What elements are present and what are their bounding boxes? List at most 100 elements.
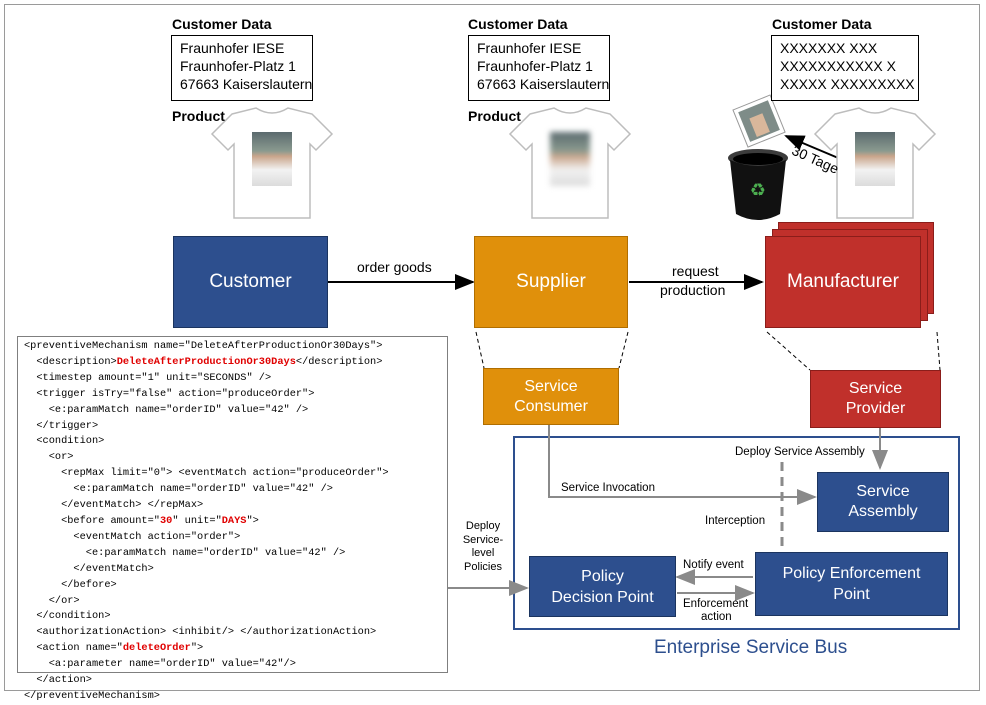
recycle-bin-icon: ♻ <box>728 149 788 220</box>
code-line: </before> <box>24 578 447 594</box>
code-line: </trigger> <box>24 419 447 435</box>
code-line: </condition> <box>24 609 447 625</box>
code-line: <authorizationAction> <inhibit/> </autho… <box>24 625 447 641</box>
discarded-photo-icon <box>732 94 786 148</box>
code-text: </action> <box>24 674 92 687</box>
code-text: <timestep amount="1" unit="SECONDS" /> <box>24 371 272 384</box>
code-line: <condition> <box>24 434 447 450</box>
code-line: <description>DeleteAfterProductionOr30Da… <box>24 355 447 371</box>
address-line: 67663 Kaiserslautern <box>180 76 313 92</box>
product-label: Product <box>468 108 521 124</box>
blurred-customer-photo <box>550 132 590 186</box>
code-line: </eventMatch> <box>24 562 447 578</box>
code-text: </or> <box>24 594 80 607</box>
code-text: </preventiveMechanism> <box>24 689 160 702</box>
code-line: <e:paramMatch name="orderID" value="42" … <box>24 482 447 498</box>
code-line: <e:paramMatch name="orderID" value="42" … <box>24 546 447 562</box>
address-line: Fraunhofer-Platz 1 <box>477 58 593 74</box>
code-text: <preventiveMechanism name="DeleteAfterPr… <box>24 340 383 352</box>
code-text: <a:parameter name="orderID" value="42"/> <box>24 658 296 671</box>
order-goods-label: order goods <box>357 259 432 275</box>
code-text: <eventMatch action="order"> <box>24 530 241 543</box>
product-tshirt <box>510 108 630 218</box>
code-text: <repMax limit="0"> <eventMatch action="p… <box>24 467 389 480</box>
address-line: XXXXXXXXXXX X <box>780 58 896 74</box>
production-label: production <box>660 282 726 298</box>
deploy-policies-label: Deploy Service- level Policies <box>462 520 504 573</box>
code-text: </trigger> <box>24 419 99 432</box>
enterprise-service-bus-border <box>513 436 960 630</box>
request-label: request <box>672 263 719 279</box>
customer-block: Customer <box>173 236 328 328</box>
code-highlight: deleteOrder <box>122 642 191 655</box>
code-line: <eventMatch action="order"> <box>24 530 447 546</box>
code-text: <before amount=" <box>24 514 160 527</box>
code-text: " unit=" <box>172 514 222 527</box>
deploy-assembly-label: Deploy Service Assembly <box>735 446 865 458</box>
supplier-block: Supplier <box>474 236 628 328</box>
code-text: </condition> <box>24 610 111 623</box>
enterprise-service-bus-title: Enterprise Service Bus <box>654 637 848 658</box>
customer-data-box: Fraunhofer IESE Fraunhofer-Platz 1 67663… <box>468 35 610 101</box>
code-line: <timestep amount="1" unit="SECONDS" /> <box>24 371 447 387</box>
enforcement-action-label: Enforcement action <box>683 598 749 623</box>
code-line: <trigger isTry="false" action="produceOr… <box>24 387 447 403</box>
code-highlight: DAYS <box>221 514 247 527</box>
code-highlight: DeleteAfterProductionOr30Days <box>116 355 296 368</box>
code-line: </action> <box>24 673 447 689</box>
code-line: </or> <box>24 594 447 610</box>
code-text: <or> <box>24 451 74 464</box>
code-text: "> <box>190 642 204 655</box>
code-text: <authorizationAction> <inhibit/> </autho… <box>24 626 377 639</box>
code-text: <e:paramMatch name="orderID" value="42" … <box>24 546 346 559</box>
code-line: <e:paramMatch name="orderID" value="42" … <box>24 403 447 419</box>
address-line: XXXXX XXXXXXXXX <box>780 76 915 92</box>
customer-photo <box>855 132 895 186</box>
code-line: <preventiveMechanism name="DeleteAfterPr… <box>24 339 447 355</box>
code-text: <action name=" <box>24 642 123 655</box>
product-tshirt <box>212 108 332 218</box>
manufacturer-block: Manufacturer <box>765 236 921 328</box>
service-invocation-label: Service Invocation <box>561 482 655 494</box>
code-line: </eventMatch> </repMax> <box>24 498 447 514</box>
service-invocation-arrow <box>548 422 817 505</box>
code-line: <before amount="30" unit="DAYS"> <box>24 514 447 530</box>
product-label: Product <box>172 108 225 124</box>
diagram-frame <box>4 4 980 691</box>
code-text: <e:paramMatch name="orderID" value="42" … <box>24 483 333 496</box>
svg-text:♻: ♻ <box>750 180 766 201</box>
code-line: <repMax limit="0"> <eventMatch action="p… <box>24 466 447 482</box>
customer-data-box: XXXXXXX XXX XXXXXXXXXXX X XXXXX XXXXXXXX… <box>771 35 919 101</box>
code-text: <condition> <box>24 435 105 448</box>
notify-event-label: Notify event <box>683 559 744 571</box>
customer-data-title: Customer Data <box>772 16 872 32</box>
customer-data-title: Customer Data <box>172 16 272 32</box>
customer-data-title: Customer Data <box>468 16 568 32</box>
product-tshirt <box>815 108 935 218</box>
code-text: <trigger isTry="false" action="produceOr… <box>24 387 315 400</box>
code-line: <or> <box>24 450 447 466</box>
customer-photo <box>252 132 292 186</box>
code-text: <e:paramMatch name="orderID" value="42" … <box>24 403 309 416</box>
code-line: <action name="deleteOrder"> <box>24 641 447 657</box>
code-text: <description> <box>24 355 117 368</box>
interception-label: Interception <box>705 515 766 527</box>
code-line: <a:parameter name="orderID" value="42"/> <box>24 657 447 673</box>
address-line: XXXXXXX XXX <box>780 40 878 56</box>
address-line: Fraunhofer IESE <box>477 40 582 56</box>
code-text: </description> <box>295 355 383 368</box>
code-text: </before> <box>24 578 117 591</box>
code-text: </eventMatch> </repMax> <box>24 499 204 512</box>
code-highlight: 30 <box>159 514 173 527</box>
customer-data-box: Fraunhofer IESE Fraunhofer-Platz 1 67663… <box>171 35 313 101</box>
policy-code-listing: <preventiveMechanism name="DeleteAfterPr… <box>17 336 448 702</box>
code-text: "> <box>246 514 259 527</box>
code-text: </eventMatch> <box>24 562 154 575</box>
address-line: Fraunhofer IESE <box>180 40 285 56</box>
address-line: 67663 Kaiserslautern <box>477 76 610 92</box>
